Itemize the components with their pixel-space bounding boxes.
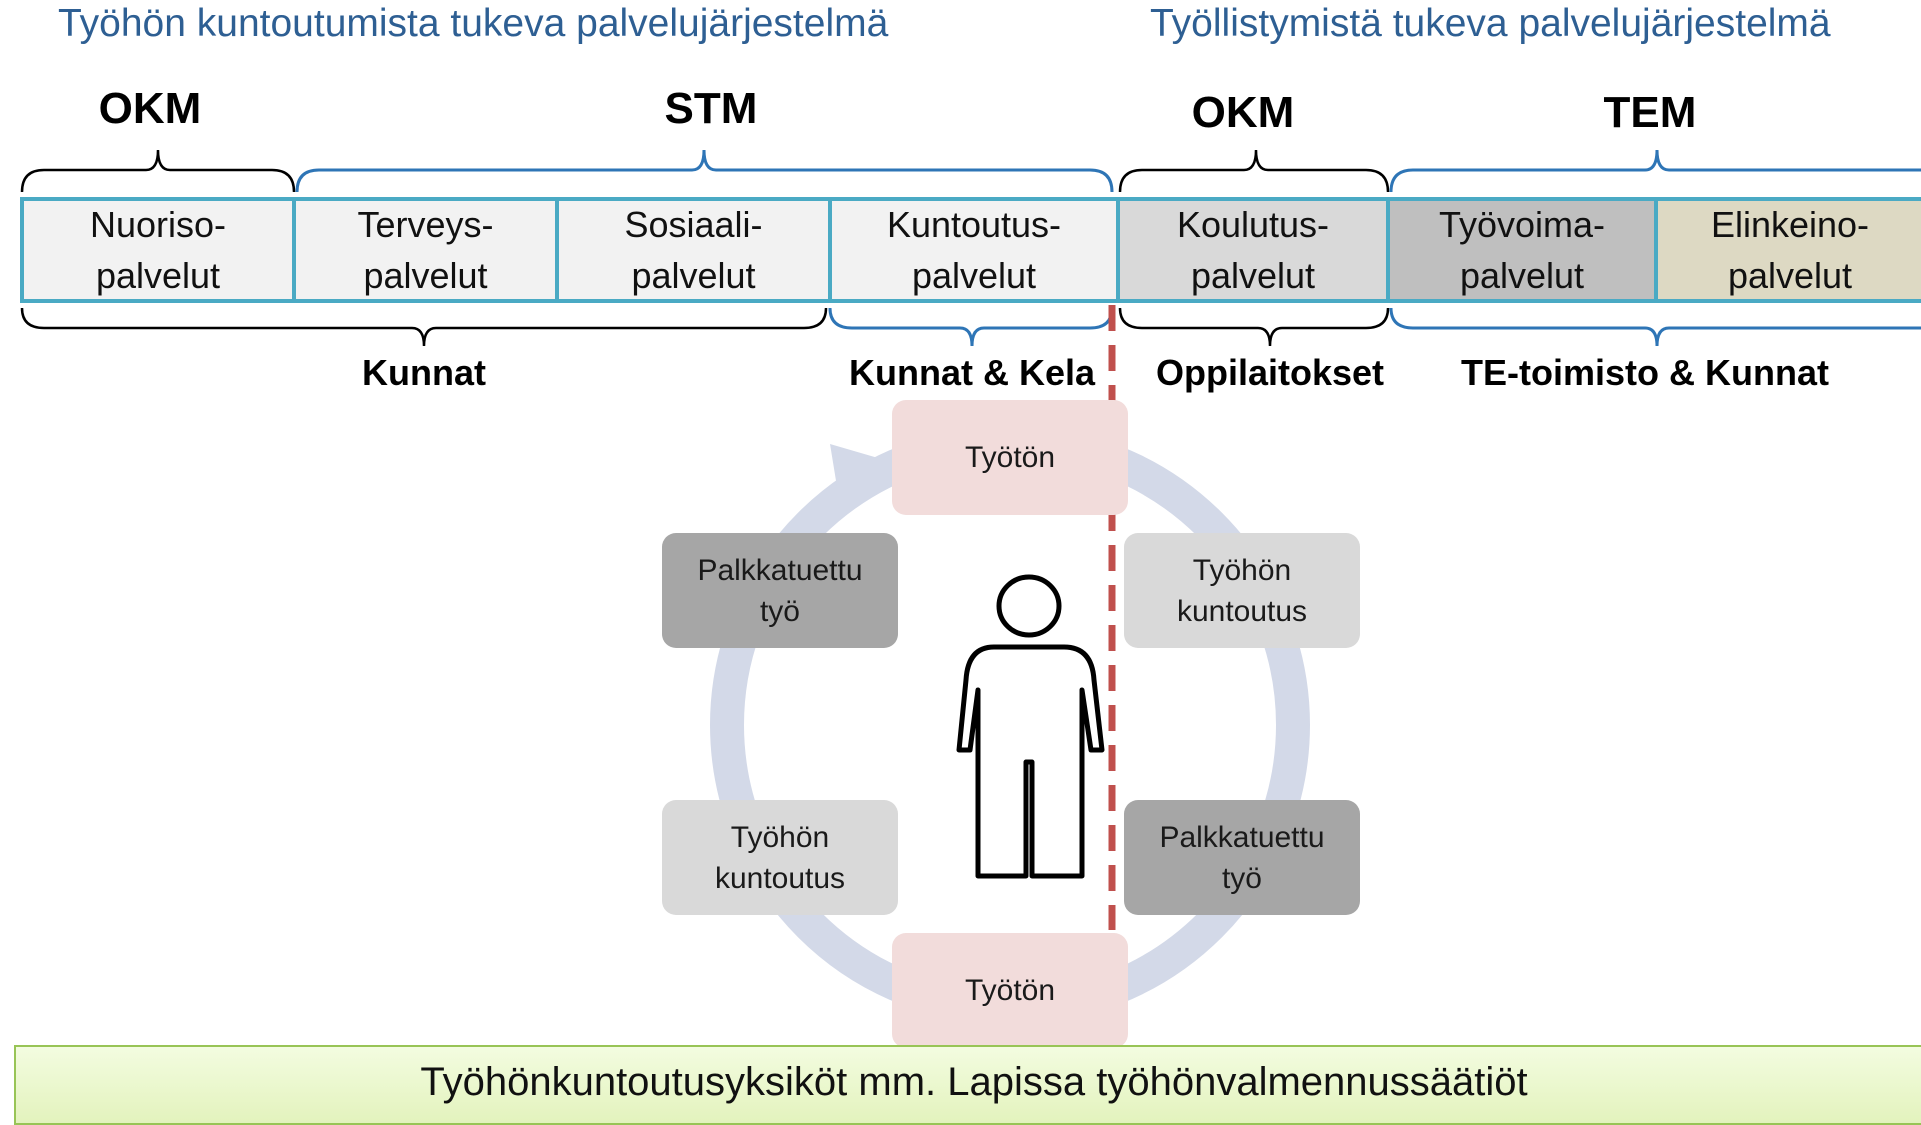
service-box-elinkeino: Elinkeino- palvelut xyxy=(1654,197,1921,303)
provider-kunnat: Kunnat xyxy=(362,352,486,393)
bracket-kunnat-kela xyxy=(828,307,1114,347)
bracket-okm-left xyxy=(20,149,296,193)
bracket-oppilaitokset xyxy=(1118,307,1390,347)
bracket-stm xyxy=(295,149,1114,193)
ministry-okm-right: OKM xyxy=(1191,88,1295,137)
cycle-stage-unemployed-bottom: Työtön xyxy=(892,933,1128,1048)
header-employment-system: Työllistymistä tukeva palvelujärjestelmä xyxy=(1150,2,1831,45)
cycle-stage-paid-work-right: Palkkatuettu työ xyxy=(1124,800,1360,915)
service-box-nuoriso: Nuoriso- palvelut xyxy=(20,197,296,303)
service-box-terveys: Terveys- palvelut xyxy=(292,197,559,303)
ministry-stm: STM xyxy=(664,84,758,133)
ministry-tem: TEM xyxy=(1603,88,1697,137)
header-rehabilitation-system: Työhön kuntoutumista tukeva palvelujärje… xyxy=(58,2,889,45)
person-icon xyxy=(956,574,1105,879)
bracket-kunnat xyxy=(20,307,828,347)
footer-banner: Työhönkuntoutusyksiköt mm. Lapissa työhö… xyxy=(14,1045,1921,1125)
cycle-arrowhead-icon xyxy=(830,444,878,493)
bracket-te-toimisto xyxy=(1389,307,1921,347)
bracket-okm-right xyxy=(1118,149,1390,193)
service-box-tyovoima: Työvoima- palvelut xyxy=(1386,197,1658,303)
provider-te-toimisto-kunnat: TE-toimisto & Kunnat xyxy=(1461,352,1829,393)
service-box-kuntoutus: Kuntoutus- palvelut xyxy=(828,197,1120,303)
cycle-ring xyxy=(710,425,1310,1025)
cycle-stage-rehabilitation-left: Työhön kuntoutus xyxy=(662,800,898,915)
service-box-koulutus: Koulutus- palvelut xyxy=(1116,197,1390,303)
cycle-stage-rehabilitation-right: Työhön kuntoutus xyxy=(1124,533,1360,648)
provider-kunnat-kela: Kunnat & Kela xyxy=(848,352,1096,393)
service-box-sosiaali: Sosiaali- palvelut xyxy=(555,197,832,303)
cycle-stage-paid-work-left: Palkkatuettu työ xyxy=(662,533,898,648)
provider-oppilaitokset: Oppilaitokset xyxy=(1155,352,1385,393)
cycle-stage-unemployed-top: Työtön xyxy=(892,400,1128,515)
bracket-tem xyxy=(1389,149,1921,193)
ministry-okm-left: OKM xyxy=(98,84,202,133)
footer-text: Työhönkuntoutusyksiköt mm. Lapissa työhö… xyxy=(420,1059,1528,1104)
